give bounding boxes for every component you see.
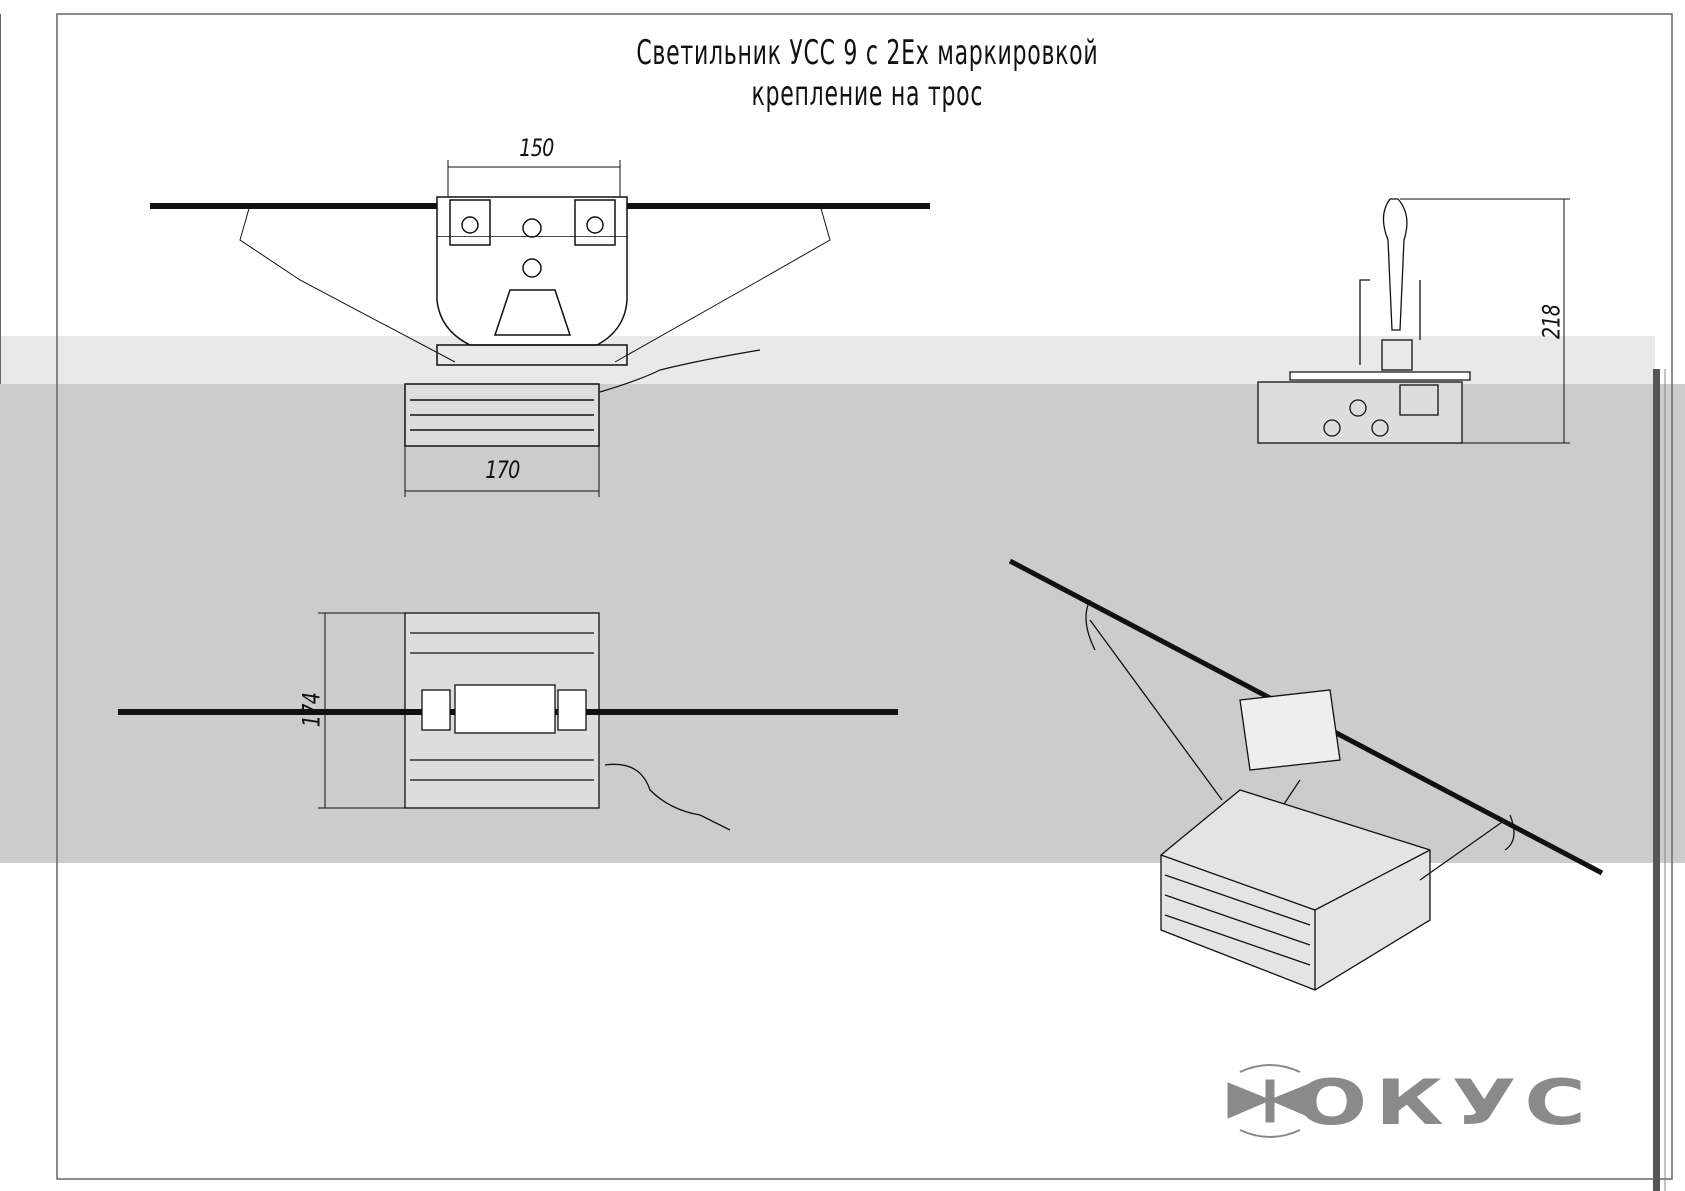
right-border-bar — [1653, 369, 1660, 1191]
isometric-view — [1008, 558, 1604, 991]
dimension-body-width: 170 — [485, 456, 520, 484]
drawing-title-line2: крепление на трос — [751, 74, 984, 114]
gray-band — [0, 384, 1685, 863]
dimension-height: 218 — [1537, 304, 1566, 340]
dimension-bracket-width: 150 — [519, 134, 554, 162]
front-view — [150, 160, 930, 497]
drawing-title-line1: Светильник УСС 9 с 2Ех маркировкой — [636, 33, 1099, 73]
logo-emblem — [1227, 1064, 1313, 1138]
logo-text: ОКУС — [1296, 1066, 1594, 1139]
dimension-body-depth: 174 — [297, 692, 326, 728]
side-view — [1257, 198, 1570, 444]
lamp-body-side — [1257, 381, 1463, 444]
drawing-frame — [56, 13, 1673, 1180]
lamp-body-iso — [1160, 789, 1431, 991]
plan-view — [118, 612, 898, 831]
